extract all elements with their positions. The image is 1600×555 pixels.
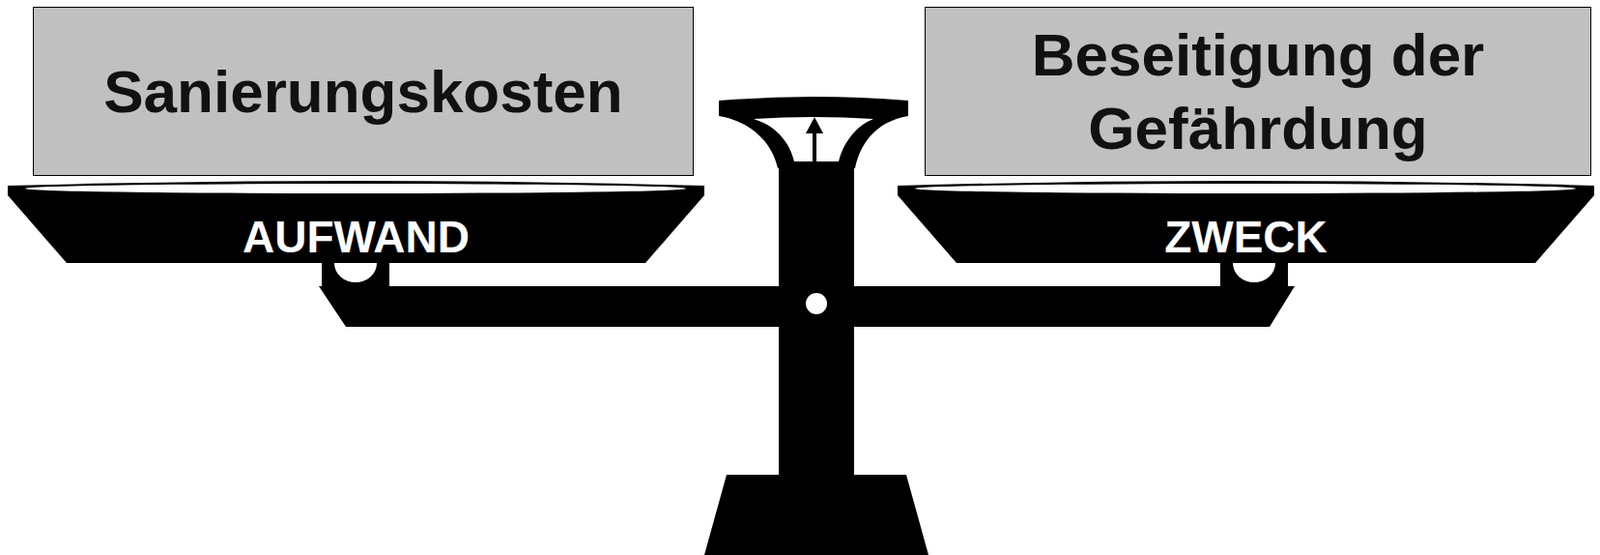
pan-hook: [334, 262, 377, 283]
scale-base: [704, 474, 929, 555]
pan-label: AUFWAND: [242, 214, 470, 259]
cost-box: Sanierungskosten: [32, 6, 694, 176]
scale-pan: AUFWAND: [7, 175, 705, 263]
scale-dial: [753, 116, 874, 162]
pan-body: [897, 180, 1595, 263]
pan-label: ZWECK: [1164, 214, 1328, 259]
scale-pointer: [805, 116, 824, 134]
box-label: Beseitigung der Gefährdung: [937, 18, 1579, 165]
pan-hook: [1232, 262, 1276, 283]
purpose-box: Beseitigung der Gefährdung: [924, 6, 1592, 176]
scale-column: [778, 162, 855, 480]
scale-pointer: [812, 129, 817, 162]
pan-body: [7, 180, 705, 263]
pan-rim: [914, 183, 1576, 194]
box-label: Sanierungskosten: [103, 55, 623, 129]
pan-rim: [25, 183, 686, 194]
pivot-point: [805, 292, 828, 315]
scale-pan: ZWECK: [897, 175, 1595, 263]
scale-head: [718, 96, 909, 169]
